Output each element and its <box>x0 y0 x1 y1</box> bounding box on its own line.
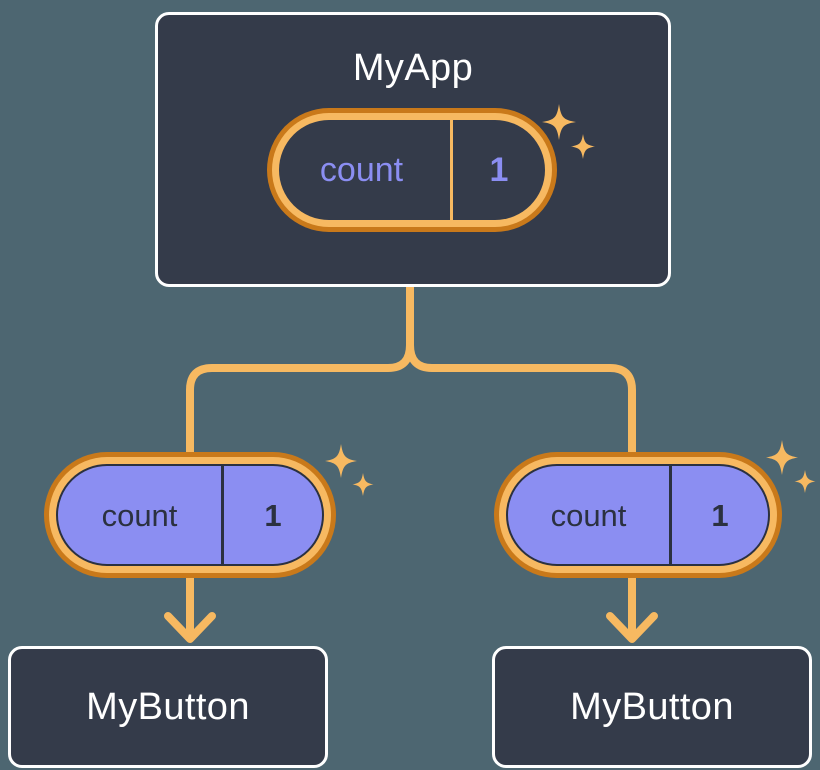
state-pill-ring-inner: count 1 <box>49 457 331 573</box>
component-box-mybutton-right[interactable]: MyButton <box>492 646 812 768</box>
state-value-label: 1 <box>264 497 282 533</box>
component-title-myapp: MyApp <box>352 47 474 89</box>
component-title-mybutton-right: MyButton <box>570 686 734 728</box>
state-pill-ring-inner: count 1 <box>272 113 552 227</box>
component-box-mybutton-left[interactable]: MyButton <box>8 646 328 768</box>
state-value-label: 1 <box>711 497 729 533</box>
state-pill-body: count 1 <box>279 120 545 220</box>
wire-branch-right <box>406 341 636 456</box>
state-key-label: count <box>101 497 178 533</box>
state-pill-body: count 1 <box>56 464 324 566</box>
arrow-down-icon-left <box>164 612 216 643</box>
state-pill-right[interactable]: count 1 <box>494 452 782 578</box>
state-value-label: 1 <box>489 151 509 189</box>
state-divider <box>450 120 453 220</box>
state-key-label: count <box>550 497 627 533</box>
arrow-down-icon-right <box>606 612 658 643</box>
state-key-label: count <box>319 151 404 189</box>
wire-branch-left <box>186 341 414 456</box>
component-title-mybutton-left: MyButton <box>86 686 250 728</box>
state-pill-body: count 1 <box>506 464 770 566</box>
state-pill-ring-inner: count 1 <box>499 457 777 573</box>
state-pill-left[interactable]: count 1 <box>44 452 336 578</box>
state-divider <box>221 466 224 564</box>
state-divider <box>669 466 672 564</box>
state-pill-myapp[interactable]: count 1 <box>267 108 557 232</box>
